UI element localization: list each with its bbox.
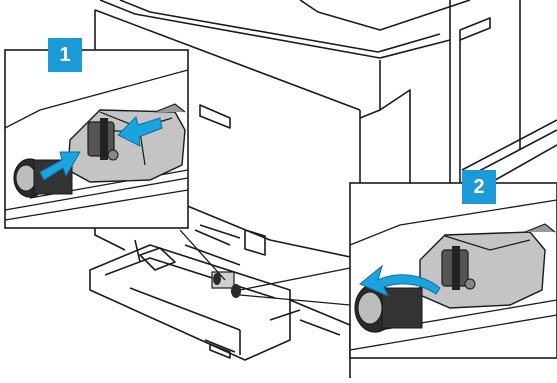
- step-1-badge: 1: [48, 38, 82, 72]
- step-1-number: 1: [59, 44, 70, 67]
- step-2-number: 2: [473, 176, 484, 199]
- step-2-badge: 2: [462, 170, 496, 204]
- callout-2-panel: [350, 183, 557, 358]
- callout-1-panel: [5, 50, 188, 228]
- tray-roller: [212, 272, 241, 298]
